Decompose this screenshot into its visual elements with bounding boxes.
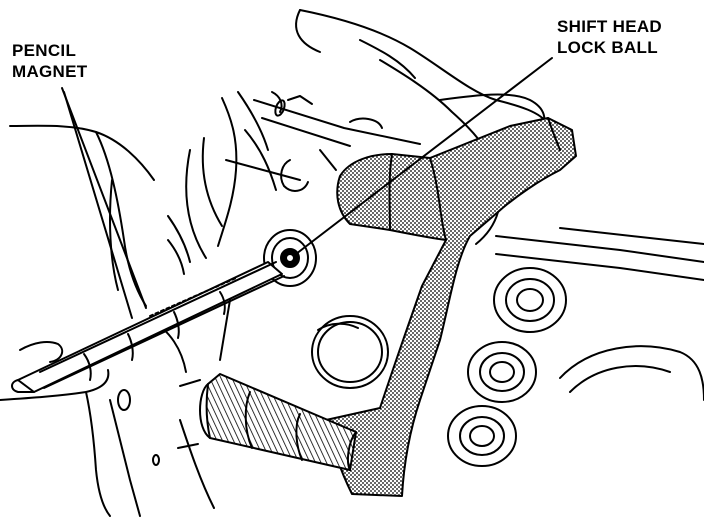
pencil-magnet-leader-2 [63, 91, 133, 319]
upper-hand-outline [185, 9, 549, 259]
pencil-magnet-leader [61, 87, 147, 309]
shift-head-bore [311, 315, 389, 389]
shift-head [325, 117, 577, 497]
pencil-magnet-tool [11, 261, 285, 393]
shift-head-lock-ball-label: SHIFT HEAD LOCK BALL [557, 16, 662, 58]
pencil-magnet-label-line-1: PENCIL [12, 41, 77, 60]
shift-head-lock-ball-label-line-2: LOCK BALL [557, 38, 658, 57]
shift-rod [177, 373, 357, 471]
lower-hand-outline [0, 124, 191, 517]
shift-head-lock-ball-label-line-1: SHIFT HEAD [557, 17, 662, 36]
transmission-case [109, 91, 704, 517]
pencil-magnet-label: PENCIL MAGNET [12, 40, 87, 82]
shift-head-lock-ball-leader [295, 57, 553, 255]
lock-ball-bore [263, 229, 317, 287]
right-side-rings [447, 267, 704, 467]
pencil-magnet-label-line-2: MAGNET [12, 62, 88, 81]
